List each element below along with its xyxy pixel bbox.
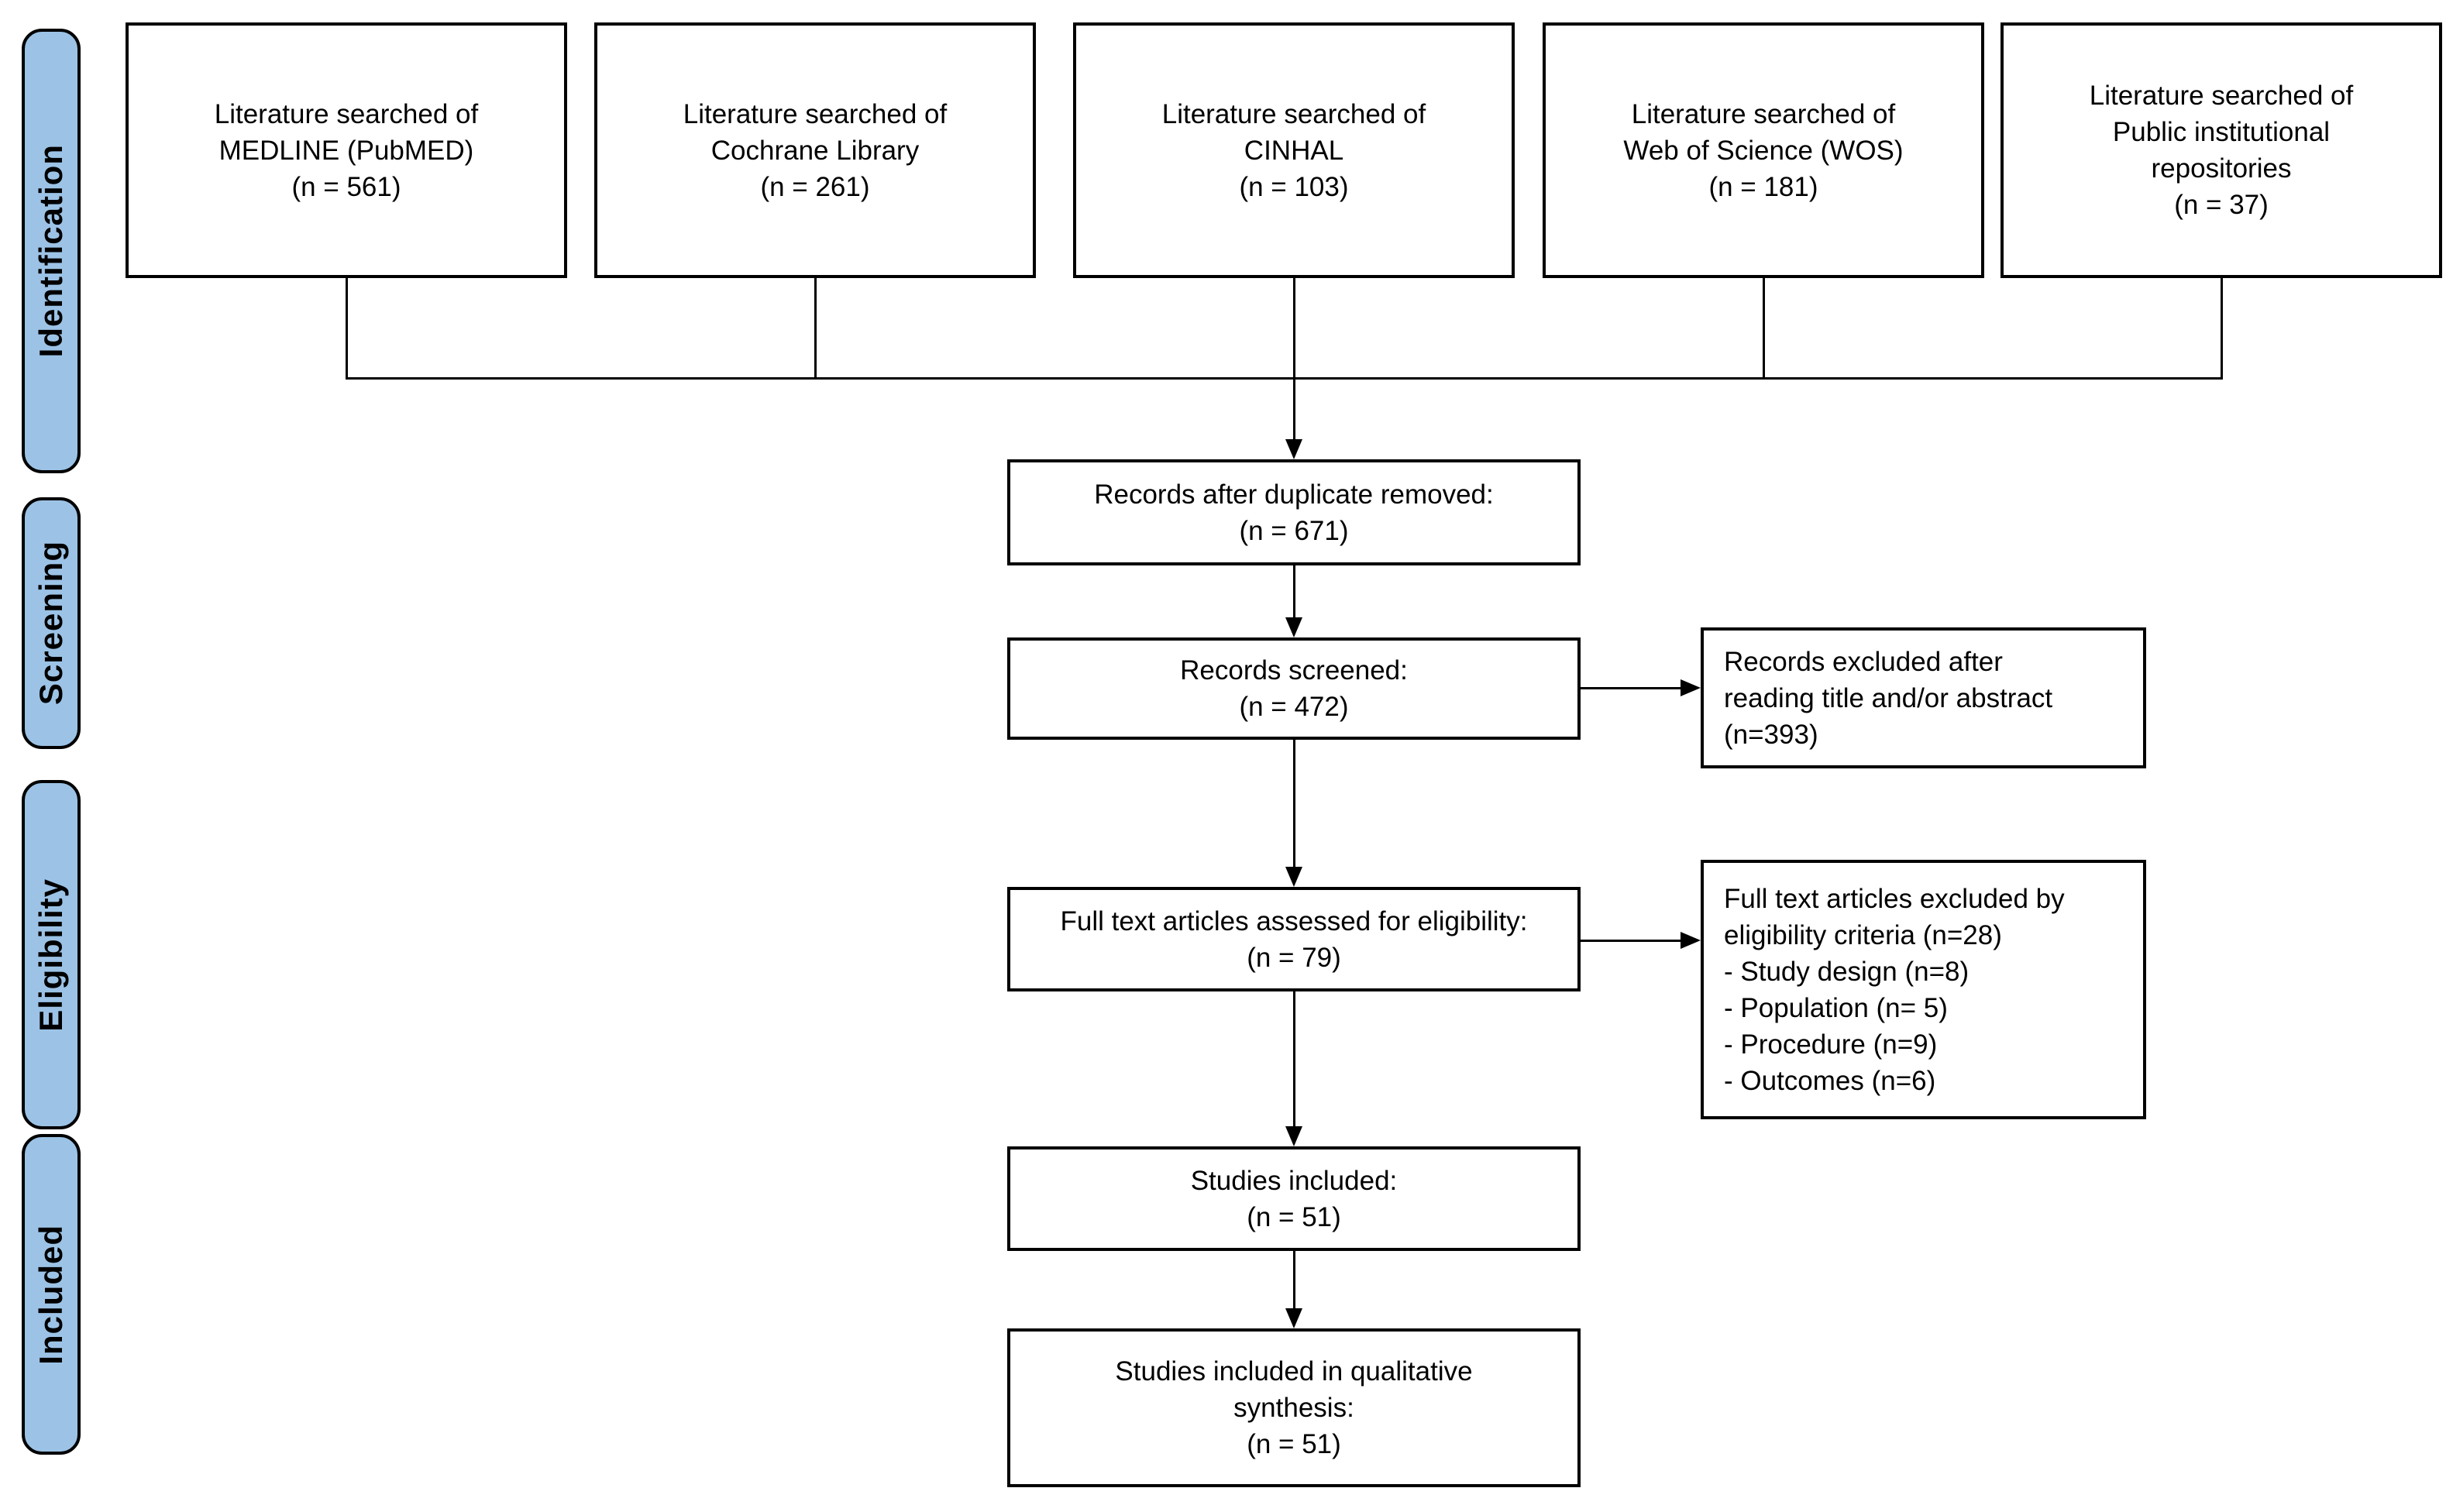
source-box-cochrane-library-label: Literature searched of Cochrane Library … (683, 98, 948, 202)
arrow-into-full-text-assessed-icon (1285, 867, 1302, 887)
arrow-into-studies-included-icon (1285, 1126, 1302, 1146)
flow-box-qualitative-synthesis-label: Studies included in qualitative synthesi… (1115, 1356, 1473, 1459)
connector-screened-to-excluded (1579, 687, 1682, 689)
connector-included-to-synthesis (1293, 1249, 1295, 1311)
stage-screening: Screening (22, 497, 81, 749)
stage-identification: Identification (22, 29, 81, 473)
exclusion-box-eligibility-label: Full text articles excluded by eligibili… (1724, 883, 2065, 1096)
flow-box-full-text-assessed-label: Full text articles assessed for eligibil… (1060, 905, 1528, 973)
stage-identification-label: Identification (33, 144, 69, 358)
connector-source-repositories-drop (2221, 277, 2223, 380)
stage-eligibility: Eligibility (22, 780, 81, 1129)
source-box-medline-label: Literature searched of MEDLINE (PubMED) … (214, 98, 479, 202)
connector-fulltext-to-excluded (1579, 940, 1682, 942)
exclusion-box-eligibility: Full text articles excluded by eligibili… (1701, 860, 2146, 1119)
flow-box-records-after-duplicates-label: Records after duplicate removed: (n = 67… (1094, 479, 1494, 546)
source-box-web-of-science-label: Literature searched of Web of Science (W… (1623, 98, 1904, 202)
connector-screened-to-fulltext (1293, 738, 1295, 871)
exclusion-box-title-abstract: Records excluded after reading title and… (1701, 627, 2146, 768)
source-box-cinhal: Literature searched of CINHAL (n = 103) (1073, 22, 1515, 278)
flow-box-studies-included-label: Studies included: (n = 51) (1190, 1165, 1398, 1232)
connector-source-cochrane-drop (814, 277, 817, 380)
flow-box-records-screened-label: Records screened: (n = 472) (1180, 655, 1408, 722)
connector-merge-horizontal (346, 377, 2223, 380)
connector-fulltext-to-included (1293, 990, 1295, 1129)
flow-box-full-text-assessed: Full text articles assessed for eligibil… (1007, 887, 1581, 991)
connector-source-cinhal-drop (1293, 277, 1295, 442)
source-box-cochrane-library: Literature searched of Cochrane Library … (594, 22, 1036, 278)
stage-eligibility-label: Eligibility (33, 878, 69, 1032)
flow-box-studies-included: Studies included: (n = 51) (1007, 1146, 1581, 1251)
arrow-into-fulltext-excluded-icon (1681, 932, 1701, 949)
flow-box-qualitative-synthesis: Studies included in qualitative synthesi… (1007, 1328, 1581, 1487)
stage-included: Included (22, 1134, 81, 1455)
source-box-public-repositories: Literature searched of Public institutio… (2000, 22, 2442, 278)
arrow-into-qualitative-synthesis-icon (1285, 1308, 1302, 1328)
connector-duplicates-to-screened (1293, 564, 1295, 620)
exclusion-box-title-abstract-label: Records excluded after reading title and… (1724, 646, 2053, 750)
flow-box-records-after-duplicates: Records after duplicate removed: (n = 67… (1007, 459, 1581, 565)
connector-source-medline-drop (346, 277, 348, 380)
stage-screening-label: Screening (33, 541, 69, 706)
arrow-into-records-excluded-icon (1681, 679, 1701, 696)
stage-included-label: Included (33, 1224, 69, 1365)
flow-box-records-screened: Records screened: (n = 472) (1007, 637, 1581, 740)
arrow-into-records-screened-icon (1285, 617, 1302, 637)
source-box-public-repositories-label: Literature searched of Public institutio… (2089, 81, 2354, 220)
connector-source-wos-drop (1763, 277, 1765, 380)
source-box-web-of-science: Literature searched of Web of Science (W… (1543, 22, 1984, 278)
source-box-medline: Literature searched of MEDLINE (PubMED) … (126, 22, 567, 278)
arrow-into-duplicates-removed-icon (1285, 439, 1302, 459)
source-box-cinhal-label: Literature searched of CINHAL (n = 103) (1161, 98, 1426, 202)
